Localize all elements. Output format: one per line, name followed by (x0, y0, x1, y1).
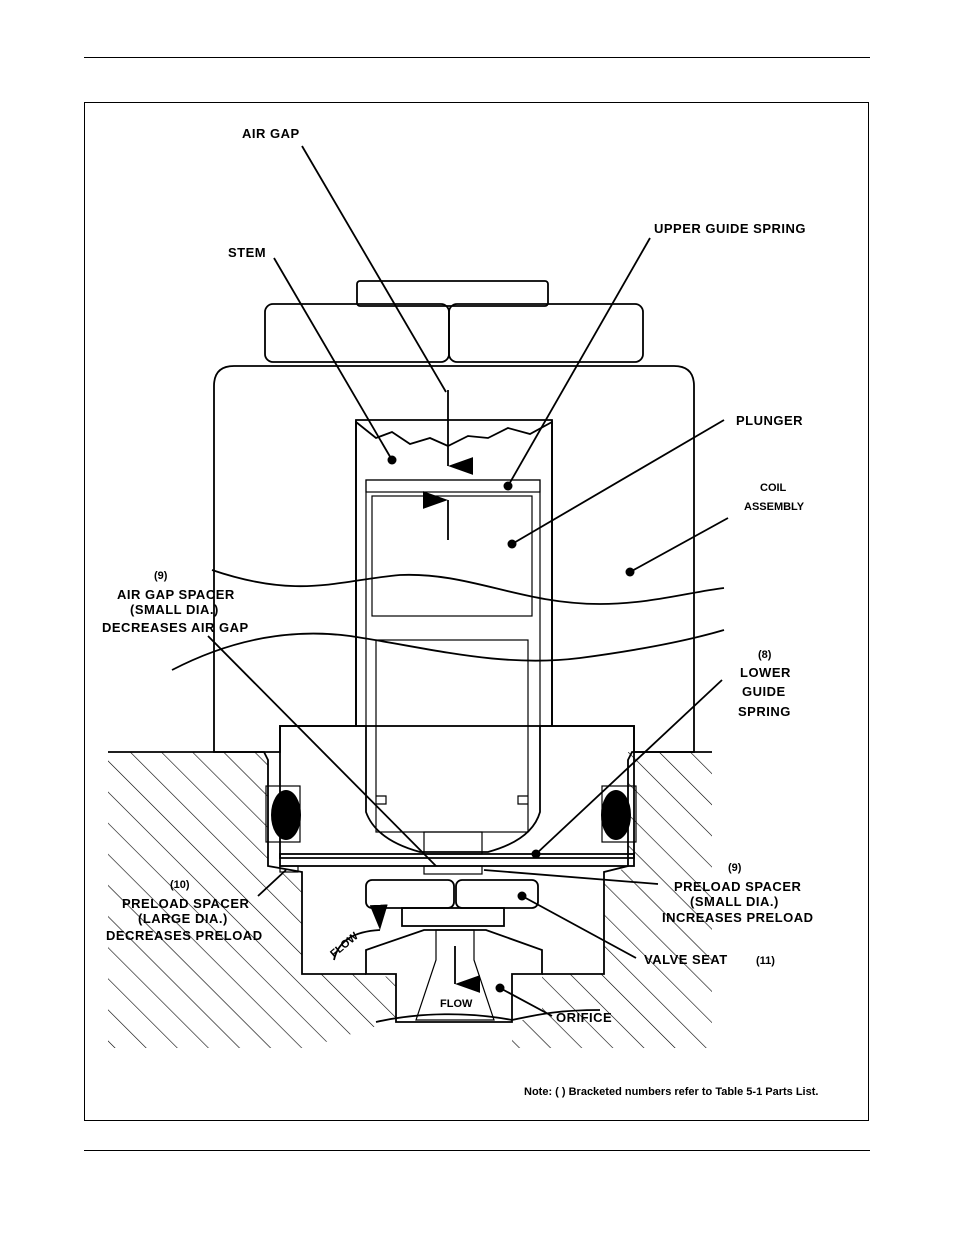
preload-spacer-large (279, 865, 299, 873)
label-upper-guide-spring: UPPER GUIDE SPRING (654, 221, 806, 236)
bottom-rule (84, 1150, 870, 1151)
label-flow-curved: FLOW (328, 930, 361, 960)
label-preload-large-num: (10) (170, 879, 190, 891)
label-valve-seat: VALVE SEAT (644, 952, 728, 967)
o-ring-left (271, 790, 301, 840)
leader-lines (207, 145, 729, 1017)
label-flow-down: FLOW (440, 998, 473, 1010)
label-lower-guide-spring-num: (8) (758, 649, 772, 661)
label-spring: SPRING (738, 704, 791, 719)
label-valve-seat-num: (11) (756, 955, 775, 967)
label-preload-small-1: PRELOAD SPACER (674, 879, 801, 894)
top-rule (84, 57, 870, 58)
hex-nut (264, 280, 644, 363)
hatched-housing (108, 751, 712, 1048)
label-preload-large-3: DECREASES PRELOAD (106, 928, 263, 943)
label-lower: LOWER (740, 665, 791, 680)
coil-assembly (171, 365, 725, 753)
label-assembly: ASSEMBLY (744, 501, 805, 513)
label-stem: STEM (228, 245, 266, 260)
preload-spacer-small (423, 865, 483, 875)
lower-guide-spring (279, 853, 635, 867)
label-plunger: PLUNGER (736, 413, 803, 428)
plunger (365, 479, 541, 855)
valve-seat (365, 879, 539, 927)
figure-note: Note: ( ) Bracketed numbers refer to Tab… (524, 1086, 818, 1098)
label-preload-large-2: (LARGE DIA.) (138, 911, 228, 926)
label-air-gap-spacer-2: (SMALL DIA.) (130, 602, 219, 617)
label-preload-small-3: INCREASES PRELOAD (662, 910, 814, 925)
label-orifice: ORIFICE (556, 1010, 612, 1025)
label-coil: COIL (760, 482, 787, 494)
label-guide: GUIDE (742, 684, 786, 699)
figure-frame (84, 102, 869, 1121)
label-air-gap-spacer-num: (9) (154, 570, 168, 582)
lower-body (265, 725, 637, 859)
label-air-gap: AIR GAP (242, 126, 300, 141)
label-preload-small-num: (9) (728, 862, 742, 874)
stem-tube (355, 420, 553, 727)
label-preload-large-1: PRELOAD SPACER (122, 896, 249, 911)
o-ring-right (601, 790, 631, 840)
label-preload-small-2: (SMALL DIA.) (690, 894, 779, 909)
label-air-gap-spacer-3: DECREASES AIR GAP (102, 620, 249, 635)
orifice (365, 929, 601, 1023)
label-air-gap-spacer-1: AIR GAP SPACER (117, 587, 235, 602)
